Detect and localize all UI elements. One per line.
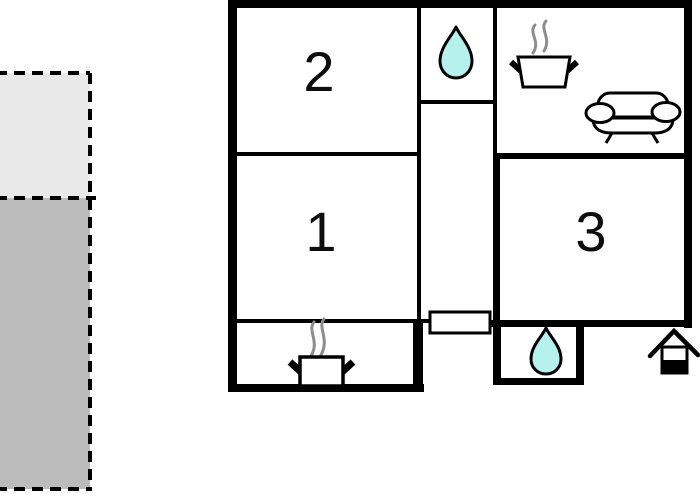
water-drop-shape [438, 25, 474, 80]
wall-outer-left [228, 0, 237, 392]
room-labels: 2 1 3 [303, 40, 606, 263]
wall-room3-left [493, 153, 500, 327]
wall-bath2-left [493, 320, 501, 385]
steam-lines [531, 19, 549, 55]
house-roof [647, 327, 700, 359]
terrace-upper-area [0, 73, 90, 198]
room-1-area [237, 156, 417, 319]
cooking-pot-steam-icon-bottom [287, 317, 356, 388]
water-drop-icon-bottom [529, 326, 563, 376]
sofa-leg-right [650, 132, 660, 144]
room-2-label: 2 [303, 40, 334, 103]
steam-line [531, 23, 538, 55]
terrace [0, 71, 96, 491]
wall-room1-kitchen-divider [237, 319, 433, 323]
sofa-arm-left [584, 102, 616, 124]
wall-room3-top [493, 153, 692, 159]
house-icon [647, 327, 700, 375]
water-drop-icon-top [438, 25, 474, 80]
room-3-area [500, 159, 684, 321]
wall-outer-right [684, 0, 692, 328]
sofa-icon [584, 91, 682, 144]
walls [228, 0, 692, 392]
terrace-lower-area [0, 198, 90, 489]
cooking-pot-steam-icon-topright [508, 19, 580, 89]
steam-lines [309, 317, 326, 358]
wall-hallway-left [417, 8, 421, 322]
water-drop-shape [529, 326, 563, 376]
wall-hall-bathroom-bottom [421, 100, 494, 104]
wall-room3-bottom [490, 320, 692, 327]
room-areas [237, 8, 684, 384]
wall-bath2-right [576, 320, 584, 385]
hallway-area [421, 104, 493, 319]
room-2-area [237, 8, 417, 152]
wall-kitchen-right [413, 322, 423, 392]
door-icon [428, 310, 492, 335]
pot-body [516, 55, 572, 89]
sofa-leg-left [604, 132, 614, 144]
steam-line [309, 320, 316, 358]
wall-bath2-bottom [493, 378, 584, 385]
steam-line [319, 317, 326, 357]
wall-outer-top [228, 0, 692, 8]
terrace-dashed-border [0, 71, 96, 491]
wall-bottom-left [228, 384, 424, 392]
steam-line [542, 19, 549, 53]
pot-body [298, 355, 345, 388]
sofa-arm-right [650, 101, 682, 123]
house-body-lower-half [662, 360, 687, 373]
room-3-label: 3 [575, 200, 606, 263]
wall-hallway-right [493, 8, 497, 154]
wall-room2-room1-divider [237, 152, 418, 156]
room-1-label: 1 [305, 200, 336, 263]
